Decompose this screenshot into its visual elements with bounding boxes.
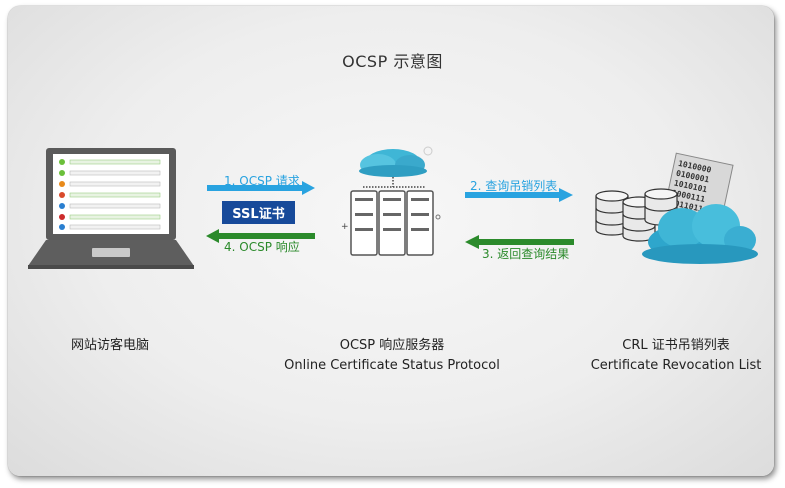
return-result-arrow bbox=[465, 235, 574, 249]
client-label: 网站访客电脑 bbox=[70, 338, 149, 353]
server-sublabel: Online Certificate Status Protocol bbox=[284, 358, 500, 373]
laptop-icon bbox=[28, 148, 194, 269]
request-label: 1. OCSP 请求 bbox=[224, 174, 300, 188]
server-label: OCSP 响应服务器 bbox=[339, 338, 445, 353]
return-result-label: 3. 返回查询结果 bbox=[482, 247, 570, 261]
response-label: 4. OCSP 响应 bbox=[224, 240, 300, 254]
diagram-title: OCSP 示意图 bbox=[342, 52, 443, 71]
cloud-icon bbox=[359, 149, 427, 177]
response-arrow bbox=[206, 229, 315, 243]
crl-sublabel: Certificate Revocation List bbox=[590, 358, 762, 373]
request-arrow bbox=[207, 181, 315, 195]
database-icon bbox=[595, 190, 629, 236]
ocsp-server-icon: + bbox=[341, 146, 441, 256]
crl-cloud-icon bbox=[642, 204, 758, 264]
crl-label: CRL 证书吊销列表 bbox=[622, 338, 730, 353]
browser-list bbox=[59, 159, 161, 230]
svg-text:+: + bbox=[341, 222, 349, 232]
crl-database-icon: 1010000010000110101011000111101101100101… bbox=[595, 152, 758, 264]
ssl-badge: SSL证书 bbox=[222, 201, 295, 224]
query-crl-arrow bbox=[465, 188, 573, 202]
query-crl-label: 2. 查询吊销列表 bbox=[470, 179, 558, 193]
